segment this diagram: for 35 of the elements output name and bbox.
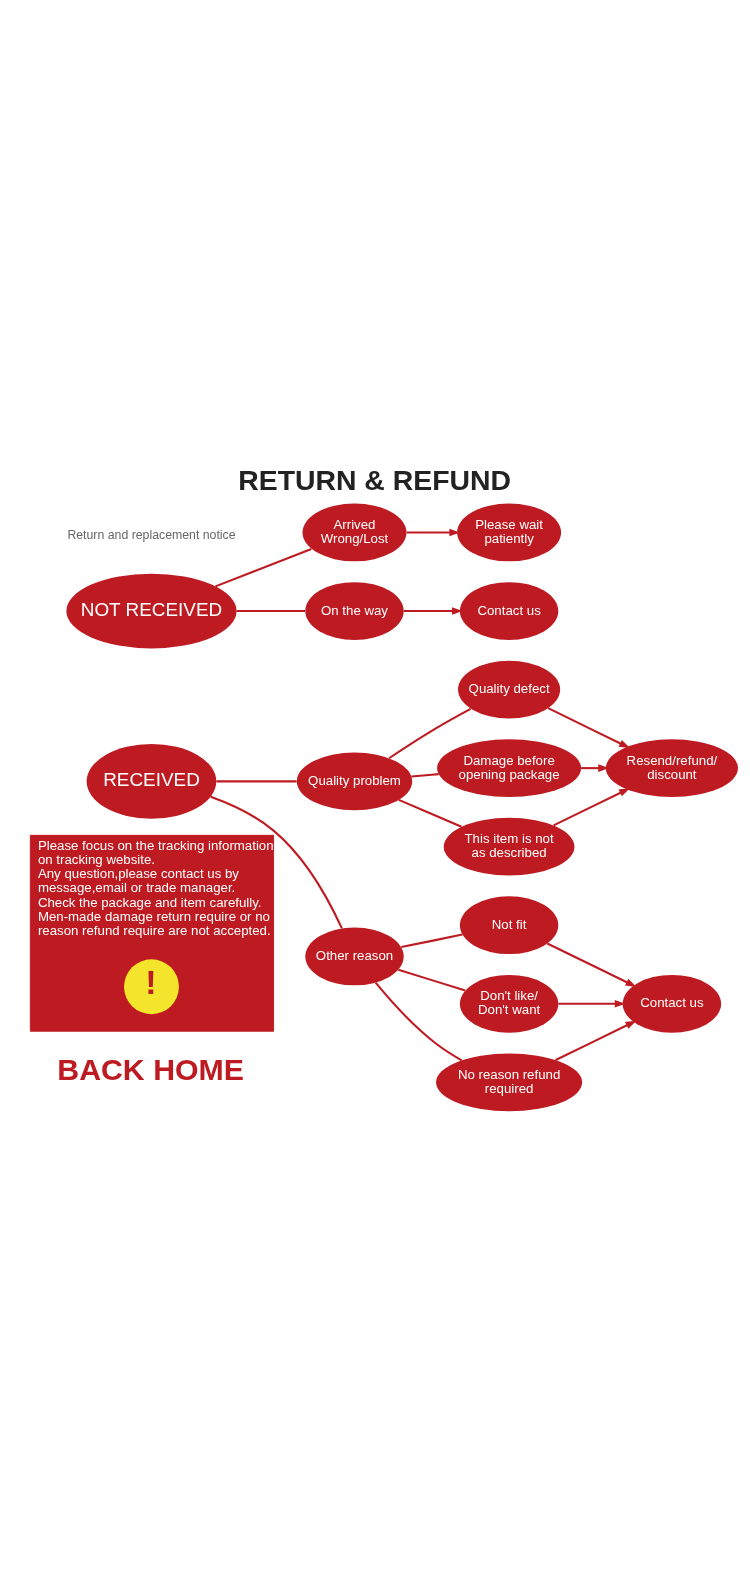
node-ellipse: Please wait patiently (457, 503, 562, 562)
arrow (546, 942, 637, 987)
diagram-title: RETURN & REFUND (238, 464, 511, 497)
connector (411, 773, 439, 778)
node-ellipse: Quality problem (296, 752, 413, 811)
arrow (558, 1000, 626, 1008)
label: Return and replacement notice (67, 527, 236, 542)
node-circle: ! (124, 959, 179, 1015)
connector (374, 981, 463, 1062)
node-ellipse: Damage before opening package (437, 739, 582, 797)
node-ellipse: This item is not as described (443, 817, 575, 876)
label: BACK HOME (57, 1052, 244, 1086)
node-ellipse: Don't like/ Don't want (459, 974, 559, 1033)
connector (215, 547, 312, 588)
node-ellipse: Contact us (459, 582, 559, 640)
node-ellipse: Other reason (305, 927, 404, 986)
node-ellipse: No reason refund required (436, 1053, 583, 1112)
node-ellipse: NOT RECEIVED (66, 573, 237, 649)
connector (210, 795, 343, 929)
arrow (406, 528, 461, 537)
node-ellipse: On the way (305, 582, 404, 640)
connector (216, 780, 297, 783)
connector (401, 933, 463, 949)
node-ellipse: Quality defect (458, 660, 561, 719)
connector (388, 707, 472, 760)
arrow (547, 707, 630, 749)
arrow (553, 788, 630, 827)
connector (398, 798, 462, 828)
arrow (555, 1020, 637, 1061)
node-ellipse: Arrived Wrong/Lost (302, 503, 407, 562)
node-ellipse: RECEIVED (86, 744, 217, 819)
arrow (403, 607, 463, 615)
connector (236, 609, 306, 613)
connector (398, 968, 466, 992)
node-ellipse: Not fit (459, 896, 559, 955)
